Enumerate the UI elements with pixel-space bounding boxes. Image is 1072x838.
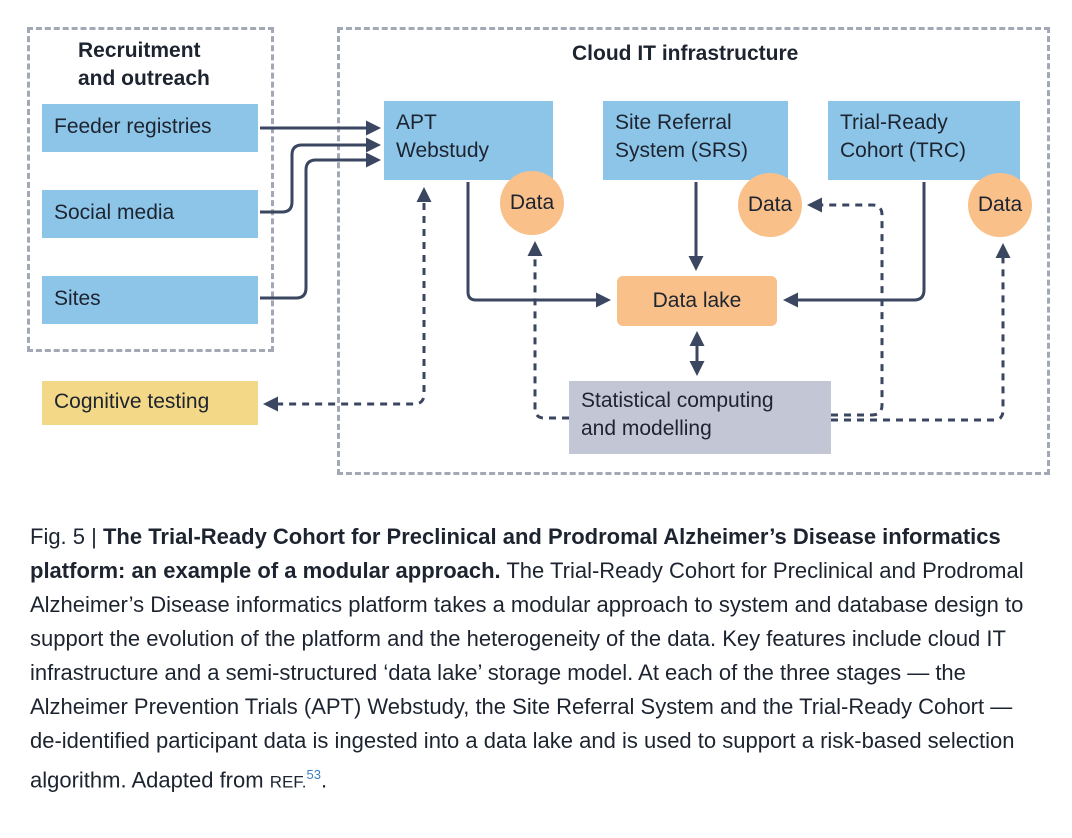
apt-data-circle: Data xyxy=(500,171,564,235)
recruitment-title-line1: Recruitment xyxy=(78,39,201,62)
trc-line1: Trial-Ready xyxy=(840,111,948,134)
arrow-apt-to-datalake xyxy=(466,182,611,308)
figure-caption-title: The Trial-Ready Cohort for Preclinical a… xyxy=(30,524,1001,583)
figure-caption-body: The Trial-Ready Cohort for Preclinical a… xyxy=(30,558,1024,793)
cognitive-testing-box: Cognitive testing xyxy=(42,381,258,425)
arrow-stats-to-srs-data xyxy=(807,197,884,417)
apt-webstudy-line2: Webstudy xyxy=(396,139,489,162)
site-referral-system-box: Site Referral System (SRS) xyxy=(603,101,788,180)
statistical-computing-box: Statistical computing and modelling xyxy=(569,381,831,454)
feeder-registries-box: Feeder registries xyxy=(42,104,258,152)
social-media-box: Social media xyxy=(42,190,258,238)
trc-data-circle: Data xyxy=(968,173,1032,237)
trial-ready-cohort-box: Trial-Ready Cohort (TRC) xyxy=(828,101,1020,180)
stats-line2: and modelling xyxy=(581,417,712,440)
arrow-apt-cognitive xyxy=(263,187,432,412)
srs-line2: System (SRS) xyxy=(615,139,749,162)
informatics-diagram: Recruitment and outreach Feeder registri… xyxy=(27,27,1050,475)
social-media-label: Social media xyxy=(54,201,175,224)
arrow-social-to-apt xyxy=(260,137,381,214)
cognitive-testing-label: Cognitive testing xyxy=(54,390,210,413)
feeder-registries-label: Feeder registries xyxy=(54,115,212,138)
trc-line2: Cohort (TRC) xyxy=(840,139,967,162)
recruitment-title-line2: and outreach xyxy=(78,67,210,90)
apt-webstudy-box: APT Webstudy xyxy=(384,101,553,180)
apt-webstudy-line1: APT xyxy=(396,111,437,134)
sites-label: Sites xyxy=(54,287,101,310)
recruitment-title: Recruitment and outreach xyxy=(78,37,210,93)
arrow-trc-to-datalake xyxy=(783,182,926,308)
sites-box: Sites xyxy=(42,276,258,324)
connector-arrows xyxy=(260,120,1011,422)
data-lake-box: Data lake xyxy=(617,276,777,326)
stats-line1: Statistical computing xyxy=(581,389,774,412)
arrow-sites-to-apt xyxy=(260,152,381,300)
figure-label: Fig. 5 | xyxy=(30,524,103,549)
data-lake-label: Data lake xyxy=(652,289,742,312)
srs-data-circle: Data xyxy=(738,173,802,237)
srs-line1: Site Referral xyxy=(615,111,732,134)
figure-caption: Fig. 5 | The Trial-Ready Cohort for Prec… xyxy=(30,520,1040,799)
reference-label: REF. xyxy=(269,772,307,792)
cloud-title: Cloud IT infrastructure xyxy=(572,42,799,65)
arrow-stats-to-apt-data xyxy=(527,241,569,420)
caption-end: . xyxy=(321,767,328,793)
reference-number[interactable]: 53 xyxy=(306,767,321,782)
arrow-stats-to-trc-data xyxy=(831,243,1011,422)
